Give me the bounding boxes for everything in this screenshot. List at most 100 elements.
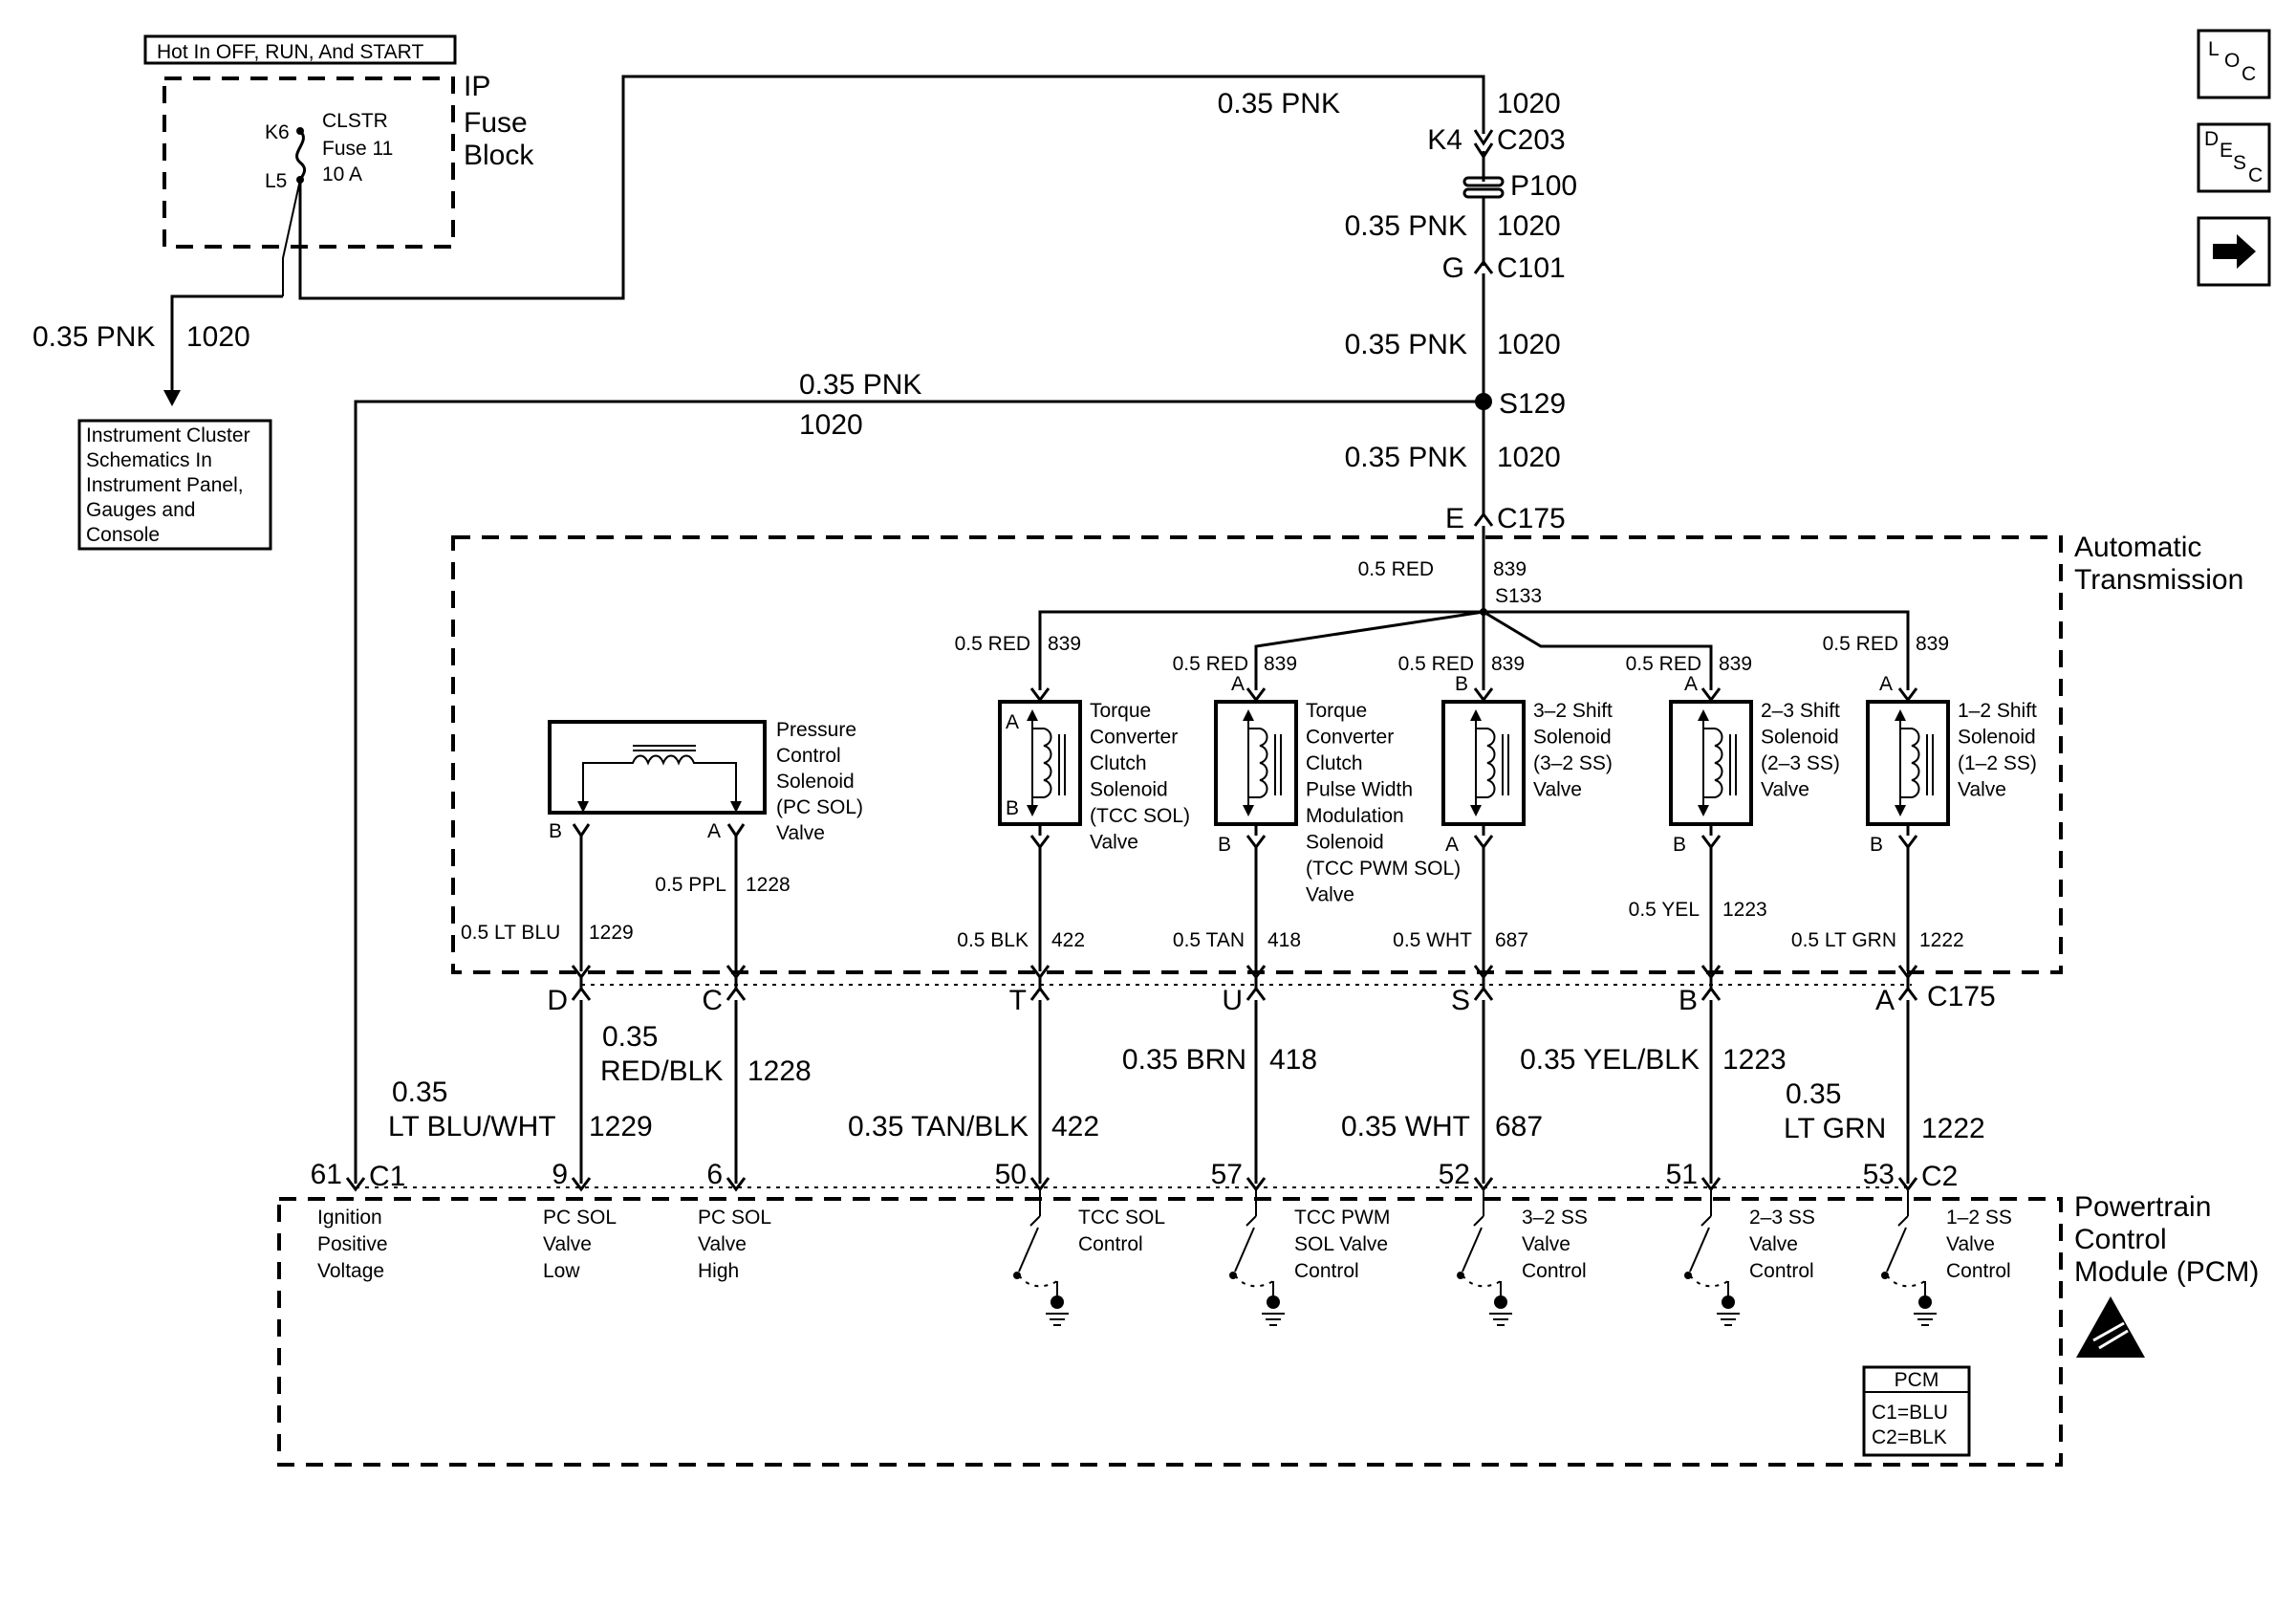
fuse-icon	[295, 129, 307, 181]
loc-letter-o: O	[2224, 50, 2240, 72]
ground-icon	[1918, 1295, 1932, 1309]
cluster-ref-line-2: Schematics In	[86, 449, 212, 471]
solenoid-coil-icon	[1900, 728, 1920, 798]
pwm-wire-circuit: 418	[1269, 1044, 1317, 1076]
ss23-wire-color: 0.35 YEL/BLK	[1520, 1044, 1700, 1076]
pcm-legend-c2: C2=BLK	[1872, 1426, 1947, 1448]
pc-sol-label-2: Control	[776, 745, 841, 767]
feed-wire-1: 0.35 PNK	[1218, 88, 1340, 120]
pcm-pin-number: 50	[995, 1159, 1027, 1190]
pcm-input-label: Ignition	[317, 1207, 382, 1229]
pc-sol-wire-b: 0.5 LT BLU	[461, 922, 560, 944]
pwm-pin-top: A	[1231, 673, 1245, 695]
solenoid-label-line: Solenoid	[1958, 727, 2036, 749]
pcm-input-label: Control	[1522, 1260, 1587, 1282]
pc-sol-label-3: Solenoid	[776, 771, 855, 793]
solenoid-bottom-connector-icon	[1897, 835, 1918, 850]
next-page-button[interactable]	[2197, 216, 2271, 287]
solenoid-coil-icon	[1703, 728, 1723, 798]
ground-symbol-icon	[1717, 1313, 1740, 1326]
c175-pin-letter: S	[1451, 985, 1470, 1016]
solenoid-arrows-icon	[1027, 709, 1038, 816]
fuse-name: CLSTR	[322, 110, 388, 132]
branch-wire-color: 0.35 PNK	[799, 369, 921, 401]
fuse-rating: 10 A	[322, 163, 362, 185]
solenoid-pin-out: B	[1870, 834, 1883, 856]
feed-circuit-2: 1020	[1497, 210, 1561, 242]
c175-female-icon	[1245, 986, 1267, 1001]
ground-symbol-icon	[1046, 1313, 1069, 1326]
ss23-pin-top: A	[1684, 673, 1698, 695]
c175-pin-letter: A	[1875, 985, 1895, 1016]
solenoid-label-line: Torque	[1306, 700, 1367, 722]
pc-sol-pin-b: B	[549, 820, 562, 842]
p100-grommet-icon-2	[1462, 187, 1505, 199]
pcm-input-label: Valve	[1522, 1233, 1570, 1255]
cluster-ref-box[interactable]	[77, 419, 272, 551]
pc-sol-circuit-a: 1228	[746, 874, 791, 896]
solenoid-coil-icon	[1248, 728, 1268, 798]
solenoid-label-line: Modulation	[1306, 805, 1404, 827]
fuse-block-outline	[162, 76, 455, 249]
transmission-outline	[451, 535, 2063, 974]
solenoid-wire-circuit: 1222	[1919, 929, 1964, 951]
solenoid-label-line: Solenoid	[1090, 779, 1168, 801]
cluster-ref-line-4: Gauges and	[86, 499, 195, 521]
solenoid-label-line: Solenoid	[1306, 832, 1384, 854]
solenoid-bottom-connector-icon	[1473, 835, 1494, 850]
pcm-pin-connector-icon	[345, 1177, 366, 1192]
terminal-l5: L5	[265, 170, 287, 192]
pcm-pin-number: 6	[706, 1159, 723, 1190]
solenoid-core-icon	[1729, 734, 1737, 795]
pcm-legend-title: PCM	[1895, 1369, 1939, 1391]
ss23-wire-circuit: 1223	[1722, 1044, 1787, 1076]
cluster-ref-line-5: Console	[86, 524, 160, 546]
solenoid-label-line: (3–2 SS)	[1533, 752, 1613, 774]
ss12-wire-size: 0.35	[1786, 1078, 1841, 1110]
ground-icon	[1722, 1295, 1735, 1309]
desc-letter-c: C	[2248, 164, 2263, 186]
desc-letter-s: S	[2233, 152, 2246, 174]
pc-sol-pin-a: A	[707, 820, 721, 842]
fuse-number: Fuse 11	[322, 138, 393, 160]
pwm-wire-color: 0.35 BRN	[1122, 1044, 1246, 1076]
pcm-input-label: Control	[1294, 1260, 1359, 1282]
solenoid-box	[1866, 700, 1950, 826]
pcm-switch-contact-icon	[1457, 1272, 1464, 1279]
pc-sol-wire-a: 0.5 PPL	[655, 874, 726, 896]
pc-sol-circuit-b: 1229	[589, 922, 634, 944]
wire-fuse-to-cluster-tap	[282, 179, 301, 296]
solenoid-label-line: (TCC PWM SOL)	[1306, 858, 1461, 880]
pcm-input-label: Positive	[317, 1233, 388, 1255]
c175-pin-A: A	[1875, 965, 1918, 1184]
loc-button[interactable]: L O C	[2197, 29, 2271, 99]
pcm-switch-link-icon	[1234, 1274, 1274, 1288]
pc-high-wire-size: 0.35	[602, 1021, 658, 1053]
solenoid-label-line: (2–3 SS)	[1761, 752, 1840, 774]
pcm-input-label: TCC SOL	[1078, 1207, 1165, 1229]
tcc-wire-circuit: 422	[1051, 1111, 1099, 1142]
feed-wire-2: 0.35 PNK	[1345, 210, 1467, 242]
solenoid-wire-color: 0.5 BLK	[957, 929, 1029, 951]
solenoid-box	[998, 700, 1082, 826]
pc-sol-label-5: Valve	[776, 822, 825, 844]
solenoid-arrows-icon	[1698, 709, 1709, 816]
solenoid-pin-top: A	[1006, 711, 1019, 733]
feed-circuit-3: 1020	[1497, 329, 1561, 360]
pcm-input-label: Control	[1749, 1260, 1814, 1282]
solenoid-box	[1214, 700, 1298, 826]
wire-fuse-to-c203	[298, 75, 1485, 300]
pcm-pin-number: 57	[1211, 1159, 1243, 1190]
branch-1-circuit: 839	[1048, 633, 1081, 655]
c101-pin-g: G	[1442, 252, 1464, 284]
wire-839-pwm	[1254, 610, 1484, 690]
c175-female-icon	[1029, 986, 1051, 1001]
solenoid-wire-circuit: 687	[1495, 929, 1528, 951]
pcm-switch-contact-icon	[1229, 1272, 1237, 1279]
desc-button[interactable]: D E S C	[2197, 122, 2271, 193]
pc-high-wire-circuit: 1228	[747, 1055, 812, 1087]
